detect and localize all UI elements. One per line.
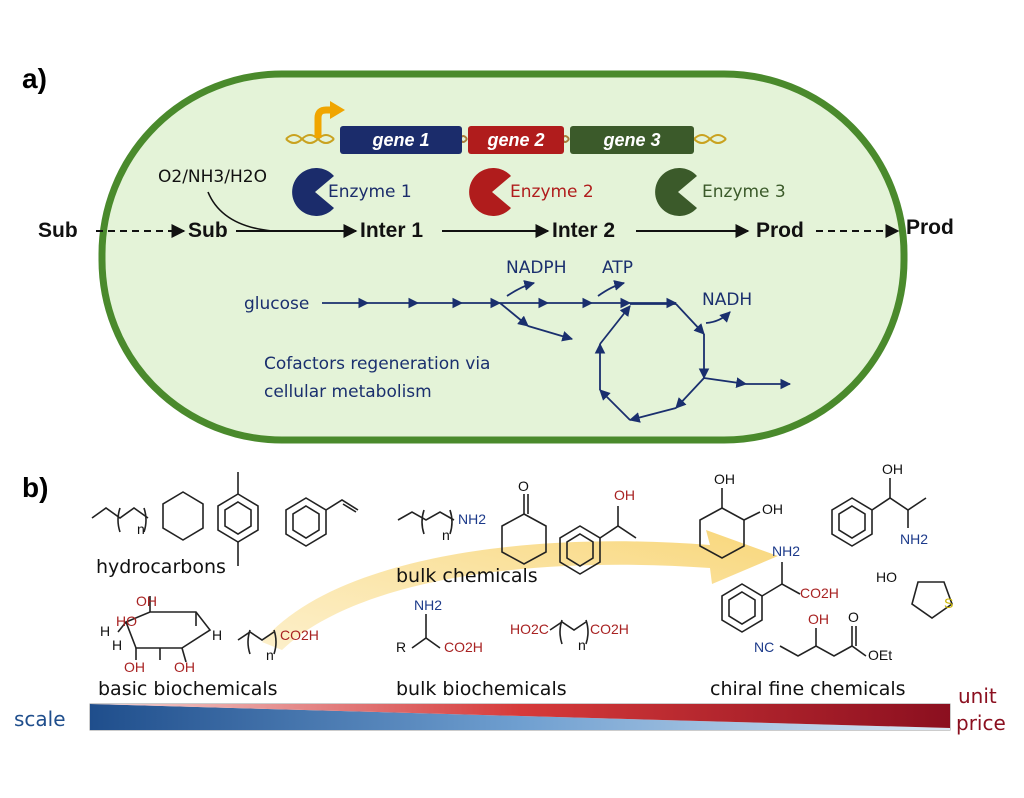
panel-b-label: b): [22, 472, 48, 503]
intermediate-1: Inter 1: [360, 219, 423, 242]
svg-text:HO: HO: [116, 613, 137, 629]
gene-2-box: [468, 126, 564, 154]
category-bulk-biochemicals: bulk biochemicals: [396, 678, 567, 700]
unit-price-label-line1: unit: [958, 684, 997, 708]
svg-text:R: R: [396, 639, 406, 655]
gene-1-box: [340, 126, 462, 154]
svg-text:CO2H: CO2H: [444, 639, 483, 655]
svg-text:CO2H: CO2H: [800, 585, 839, 601]
unit-price-wedge: [90, 704, 950, 728]
svg-text:OEt: OEt: [868, 647, 892, 663]
glucose-structure: OH OH OH HO H H H: [100, 593, 222, 675]
styrene-structure: [285, 497, 359, 547]
enzyme-2-icon: [469, 168, 511, 216]
amino-acid-structure: NH2 R CO2H: [396, 597, 483, 655]
glucose-label: glucose: [244, 294, 309, 314]
nadph-label: NADPH: [506, 258, 566, 278]
svg-text:S: S: [944, 595, 953, 611]
gene-3-label: gene 3: [602, 130, 660, 150]
panel-a-label: a): [22, 63, 47, 94]
svg-text:n: n: [266, 647, 274, 663]
substrate-inside: Sub: [188, 219, 228, 242]
svg-text:NH2: NH2: [458, 511, 486, 527]
hydroxythiolane-structure: HO S: [876, 569, 953, 619]
svg-text:CO2H: CO2H: [280, 627, 319, 643]
promoter-arrowhead-icon: [330, 101, 345, 119]
svg-text:O: O: [518, 478, 529, 494]
tca-cycle: [594, 303, 792, 423]
svg-text:OH: OH: [124, 659, 145, 675]
svg-text:HO: HO: [876, 569, 897, 585]
svg-text:NH2: NH2: [414, 597, 442, 613]
svg-text:H: H: [112, 637, 122, 653]
cyclohexane-structure: [162, 491, 204, 541]
gene-1-label: gene 1: [371, 130, 429, 150]
svg-text:O: O: [848, 609, 859, 625]
pseudoephedrine-like-structure: OH NH2: [831, 461, 928, 547]
enzyme-3-icon: [655, 168, 697, 216]
svg-text:OH: OH: [614, 487, 635, 503]
promoter-arrow-icon: [314, 106, 332, 138]
svg-text:NC: NC: [754, 639, 774, 655]
svg-text:OH: OH: [174, 659, 195, 675]
svg-text:HO2C: HO2C: [510, 621, 549, 637]
fatty-acid-structure: n CO2H: [237, 627, 319, 663]
amine-structure: n NH2: [397, 509, 486, 543]
category-basic-biochemicals: basic biochemicals: [98, 678, 278, 700]
xylene-structure: [217, 472, 259, 566]
enzyme-2-label: Enzyme 2: [510, 182, 594, 202]
svg-text:OH: OH: [762, 501, 783, 517]
cosubstrate-curve: [207, 191, 273, 232]
svg-text:n: n: [137, 521, 145, 537]
unit-price-label-line2: price: [956, 711, 1006, 735]
svg-text:NH2: NH2: [772, 543, 800, 559]
svg-text:NH2: NH2: [900, 531, 928, 547]
hydroxynitrile-ester-structure: NC OH O OEt: [754, 609, 892, 663]
scale-label: scale: [14, 707, 66, 731]
svg-text:OH: OH: [714, 471, 735, 487]
enzyme-1-icon: [292, 168, 334, 216]
svg-text:OH: OH: [882, 461, 903, 477]
category-chiral-fine-chemicals: chiral fine chemicals: [710, 678, 906, 700]
nadh-label: NADH: [702, 290, 752, 310]
scale-wedge: [90, 704, 950, 730]
enzyme-1-label: Enzyme 1: [328, 182, 412, 202]
phenylethanol-structure: OH: [559, 487, 637, 575]
phenylglycine-structure: NH2 CO2H: [721, 543, 839, 633]
cyclohexanediol-structure: OH OH: [699, 471, 783, 559]
cofactor-caption-line1: Cofactors regeneration via: [264, 354, 490, 374]
enzyme-3-label: Enzyme 3: [702, 182, 786, 202]
glycolysis-path: [322, 280, 731, 342]
gene-2-label: gene 2: [486, 130, 544, 150]
svg-text:H: H: [100, 623, 110, 639]
svg-text:n: n: [442, 527, 450, 543]
value-chain-arrow: [262, 530, 778, 650]
intermediate-2: Inter 2: [552, 219, 615, 242]
cosubstrates-label: O2/NH3/H2O: [158, 167, 267, 187]
dicarboxylic-acid-structure: HO2C n CO2H: [510, 619, 629, 653]
category-bulk-chemicals: bulk chemicals: [396, 565, 538, 587]
svg-text:OH: OH: [136, 593, 157, 609]
cyclohexanone-structure: O: [501, 478, 547, 565]
product-outside: Prod: [906, 216, 954, 239]
svg-text:n: n: [578, 637, 586, 653]
atp-label: ATP: [602, 258, 633, 278]
gene-3-box: [570, 126, 694, 154]
svg-text:OH: OH: [808, 611, 829, 627]
svg-text:CO2H: CO2H: [590, 621, 629, 637]
product-inside: Prod: [756, 219, 804, 242]
cofactor-caption-line2: cellular metabolism: [264, 382, 432, 402]
substrate-outside: Sub: [38, 219, 78, 242]
alkane-structure: n: [91, 507, 149, 537]
category-hydrocarbons: hydrocarbons: [96, 556, 226, 578]
svg-text:H: H: [212, 627, 222, 643]
